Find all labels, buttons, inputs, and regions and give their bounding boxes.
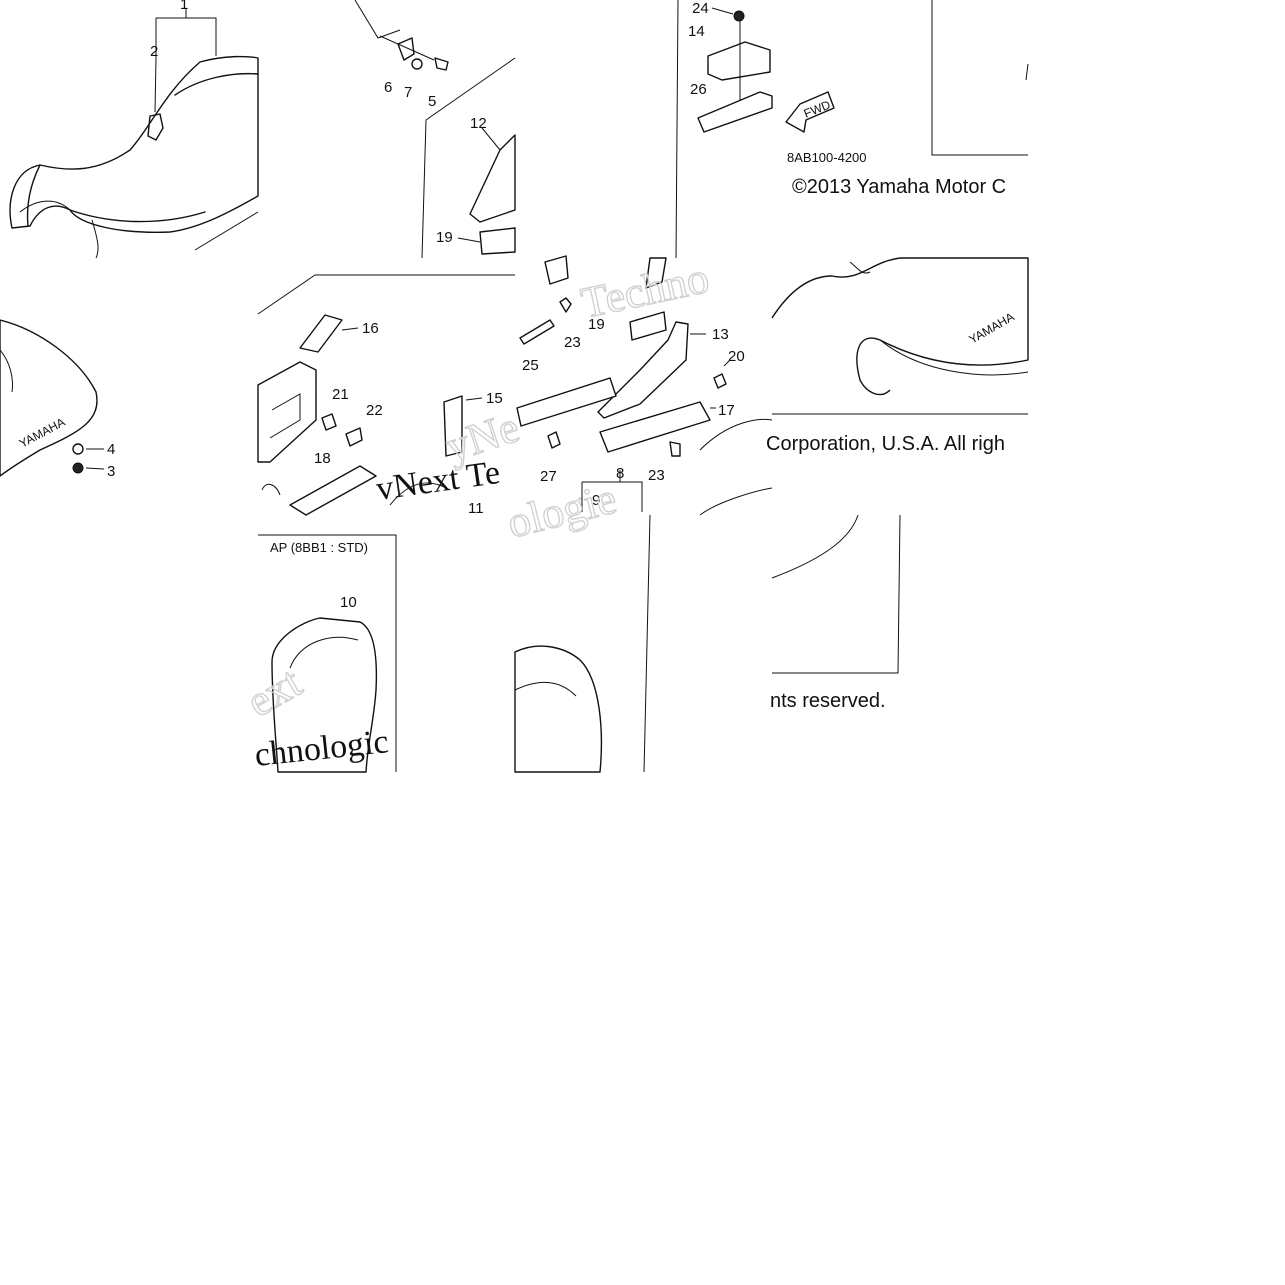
callout-26: 26 (690, 81, 707, 98)
seat-side-drawing: YAMAHA (771, 257, 1029, 415)
callout-4: 4 (107, 441, 115, 458)
callout-25: 25 (522, 357, 539, 374)
callout-9: 9 (592, 492, 600, 509)
callout-23b: 23 (648, 467, 665, 484)
callout-7: 7 (404, 84, 412, 101)
seat-edge-curve (699, 418, 773, 451)
callout-6: 6 (384, 79, 392, 96)
callout-21: 21 (332, 386, 349, 403)
callout-1-bracket (154, 8, 217, 113)
callout-20: 20 (728, 348, 745, 365)
fwd-arrow-icon: FWD (785, 91, 835, 133)
watermark-4: ologie (503, 474, 622, 548)
callout-12: 12 (470, 115, 487, 132)
callout-14: 14 (688, 23, 705, 40)
watermark-1: Techno (577, 253, 713, 328)
copyright-line-3: nts reserved. (770, 690, 886, 712)
callout-19b: 19 (588, 316, 605, 333)
copyright-line-1: ©2013 Yamaha Motor C (792, 176, 1006, 198)
seat-cushion-drawing (514, 514, 651, 773)
callout-1: 1 (180, 0, 188, 13)
callout-2: 2 (150, 43, 158, 60)
grab-bar-12-drawing (421, 57, 516, 259)
copyright-line-2: Corporation, U.S.A. All righ (766, 433, 1005, 455)
handle-parts-drawing (257, 274, 515, 516)
main-seat-drawing (9, 55, 259, 259)
callout-15: 15 (486, 390, 503, 407)
callout-11: 11 (468, 500, 484, 517)
frame-box-top-right (931, 0, 1029, 156)
callout-13: 13 (712, 326, 729, 343)
callout-19a: 19 (436, 229, 453, 246)
backrest-drawing (258, 534, 397, 773)
rear-seat-drawing: YAMAHA (0, 319, 105, 477)
model-note: AP (8BB1 : STD) (270, 540, 368, 555)
callout-24: 24 (692, 0, 709, 17)
seat-hinge-bracket (354, 0, 449, 71)
callout-16: 16 (362, 320, 379, 337)
watermark-6: chnologic (253, 723, 390, 774)
callout-8: 8 (616, 465, 624, 482)
grab-bar-assembly-drawing (516, 255, 731, 512)
callout-23a: 23 (564, 334, 581, 351)
callout-5: 5 (428, 93, 436, 110)
leader-19a (457, 237, 481, 243)
callout-3: 3 (107, 463, 115, 480)
callout-17: 17 (718, 402, 735, 419)
callout-27: 27 (540, 468, 557, 485)
mount-bracket-14-drawing (675, 0, 773, 259)
callout-10: 10 (340, 594, 357, 611)
diagram-code: 8AB100-4200 (787, 150, 867, 165)
callout-22: 22 (366, 402, 383, 419)
callout-18: 18 (314, 450, 331, 467)
frame-box-lower-right (699, 487, 901, 674)
